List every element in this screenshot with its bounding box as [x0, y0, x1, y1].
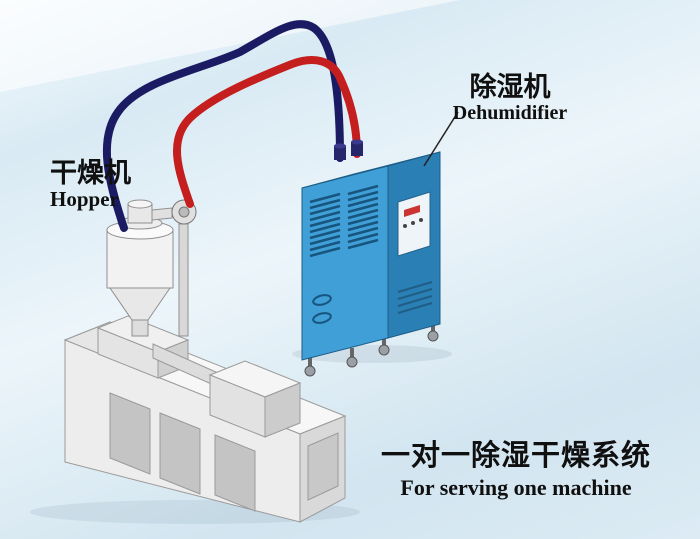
control-panel-button: [419, 218, 423, 222]
dry-air-hose-red: [173, 56, 361, 208]
hose-connector-stub: [334, 146, 346, 160]
front-vent-slats-right: [347, 184, 379, 250]
blower-duct: [151, 207, 173, 221]
hose-connector-cap: [351, 139, 363, 145]
caption-en: For serving one machine: [400, 475, 632, 501]
hose-connector-stub: [351, 142, 363, 156]
dehumidifier-label: 除湿机 Dehumidifier: [440, 72, 580, 125]
control-panel-button: [403, 224, 407, 228]
cabinet-front-face: [301, 165, 389, 361]
extruder-machine: [63, 315, 347, 523]
dehumidifier-leader-line: [423, 111, 459, 167]
control-panel-button: [411, 221, 415, 225]
front-oval-vent: [312, 294, 332, 306]
blower-fan-hub: [178, 206, 190, 218]
hose-connectors: [334, 139, 363, 160]
dehumidifier-label-cn: 除湿机: [469, 72, 551, 102]
hopper-label-en: Hopper: [50, 187, 119, 212]
hose-connector-cap: [334, 143, 346, 149]
background-sheen: [0, 0, 460, 92]
hopper-label: 干燥机 Hopper: [50, 158, 190, 212]
return-air-hose-navy: [102, 20, 344, 232]
hopper-label-cn: 干燥机: [50, 158, 131, 188]
caption-cn: 一对一除湿干燥系统: [380, 440, 651, 472]
blower-support-column: [178, 223, 189, 337]
gearbox-side: [264, 382, 301, 438]
dehumidifier-cabinet: [301, 151, 441, 361]
dehumidifier-casters: [304, 322, 439, 377]
extruder-door-panel: [214, 434, 256, 512]
extruder-end-panel: [307, 432, 339, 501]
dehumidifier-label-en: Dehumidifier: [452, 102, 568, 125]
hopper-cap-top: [127, 199, 153, 209]
extruder-door-panel: [159, 412, 201, 495]
front-oval-vent: [312, 312, 332, 324]
caption: 一对一除湿干燥系统 For serving one machine: [380, 440, 652, 501]
hopper-cone: [109, 287, 171, 321]
air-hoses: [102, 20, 361, 232]
hopper-neck: [131, 319, 149, 337]
control-panel-display: [404, 205, 420, 217]
front-vent-slats-left: [309, 192, 341, 258]
hopper-dryer: [106, 199, 197, 337]
hopper-body: [106, 229, 174, 289]
side-louver-vents: [397, 281, 433, 314]
extruder-door-panel: [109, 392, 151, 475]
